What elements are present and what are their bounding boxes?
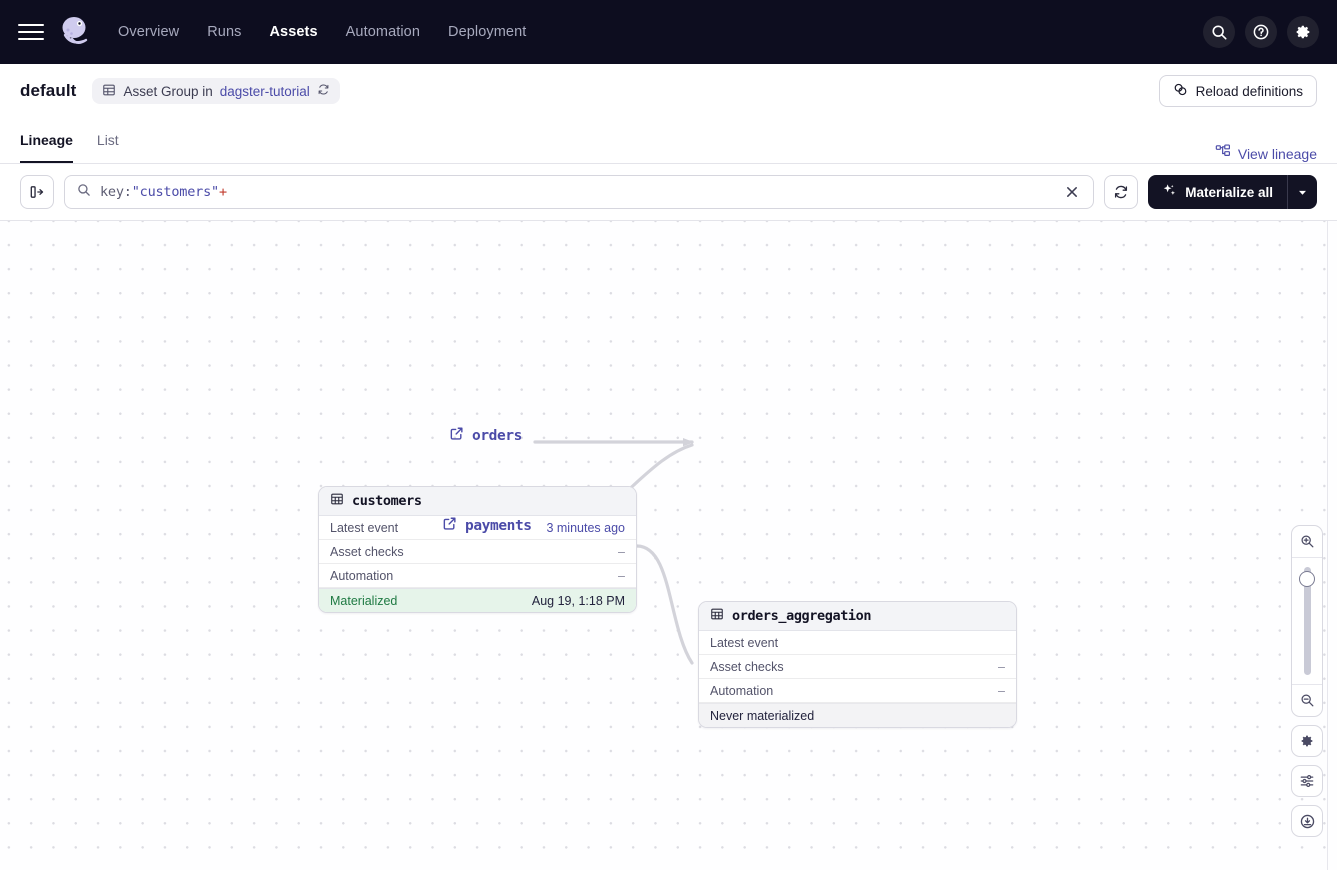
external-link-icon <box>449 426 464 446</box>
asset-row-label: Automation <box>330 569 393 583</box>
top-navigation-bar: Overview Runs Assets Automation Deployme… <box>0 0 1337 64</box>
tabs-row: Lineage List View lineage <box>0 118 1337 164</box>
external-asset-payments[interactable]: payments <box>442 516 532 536</box>
asset-group-badge[interactable]: Asset Group in dagster-tutorial <box>92 78 339 104</box>
refresh-icon[interactable] <box>317 83 330 99</box>
graph-toolbar: key:"customers"+ <box>0 164 1337 221</box>
reload-icon <box>1173 82 1188 100</box>
asset-row-value: – <box>998 660 1005 674</box>
help-icon[interactable] <box>1245 16 1277 48</box>
asset-row-label: Latest event <box>710 636 778 650</box>
asset-node-header: orders_aggregation <box>699 602 1016 631</box>
asset-row-automation: Automation – <box>699 679 1016 703</box>
asset-row-value: – <box>618 569 625 583</box>
view-lineage-label: View lineage <box>1238 146 1317 162</box>
zoom-slider-handle[interactable] <box>1299 571 1315 587</box>
lineage-graph-icon <box>1215 144 1231 163</box>
search-query-text: key:"customers"+ <box>100 184 227 200</box>
chevron-down-icon[interactable] <box>1287 175 1317 209</box>
reload-definitions-button[interactable]: Reload definitions <box>1159 75 1317 107</box>
settings-icon[interactable] <box>1287 16 1319 48</box>
materialize-all-group: Materialize all <box>1148 175 1317 209</box>
tab-list[interactable]: List <box>97 118 119 163</box>
close-icon[interactable] <box>1063 183 1081 201</box>
asset-row-asset-checks: Asset checks – <box>699 655 1016 679</box>
asset-node-title: customers <box>352 493 422 509</box>
asset-node-customers[interactable]: customers Latest event 3 minutes ago Ass… <box>318 486 637 613</box>
asset-row-automation: Automation – <box>319 564 636 588</box>
external-link-icon <box>442 516 457 536</box>
asset-row-label: Asset checks <box>330 545 404 559</box>
hamburger-menu-icon[interactable] <box>18 19 44 45</box>
asset-row-label: Latest event <box>330 521 398 535</box>
breadcrumb-row: default Asset Group in dagster-tutorial <box>0 64 1337 118</box>
zoom-slider-cluster <box>1291 525 1323 717</box>
external-asset-label: orders <box>472 428 522 444</box>
zoom-slider[interactable] <box>1291 558 1323 684</box>
query-operator: + <box>219 184 227 200</box>
sparkle-icon <box>1162 183 1177 201</box>
table-icon <box>330 492 344 511</box>
table-icon <box>102 83 116 100</box>
external-asset-orders[interactable]: orders <box>449 426 522 446</box>
asset-node-title: orders_aggregation <box>732 608 871 624</box>
nav-actions <box>1203 16 1319 48</box>
asset-row-value: – <box>618 545 625 559</box>
lineage-canvas[interactable]: customers Latest event 3 minutes ago Ass… <box>0 221 1337 870</box>
zoom-controls <box>1291 525 1323 837</box>
zoom-in-icon[interactable] <box>1291 526 1323 557</box>
tab-lineage[interactable]: Lineage <box>20 118 73 163</box>
asset-group-prefix: Asset Group in <box>123 84 212 99</box>
search-icon <box>77 183 91 202</box>
asset-status-badge: Never materialized <box>699 703 1016 727</box>
external-asset-label: payments <box>465 518 532 534</box>
asset-row-label: Automation <box>710 684 773 698</box>
materialize-all-label: Materialize all <box>1185 185 1273 200</box>
zoom-out-icon[interactable] <box>1291 685 1323 716</box>
view-tabs: Lineage List <box>20 118 119 163</box>
nav-link-overview[interactable]: Overview <box>118 24 179 40</box>
reload-definitions-label: Reload definitions <box>1196 84 1303 99</box>
asset-row-asset-checks: Asset checks – <box>319 540 636 564</box>
nav-link-assets[interactable]: Assets <box>269 24 317 40</box>
recenter-graph-icon[interactable] <box>1291 805 1323 837</box>
view-lineage-link[interactable]: View lineage <box>1215 144 1317 163</box>
query-key: key: <box>100 184 132 200</box>
asset-row-label: Asset checks <box>710 660 784 674</box>
refresh-graph-button[interactable] <box>1104 175 1138 209</box>
graph-filters-sliders-icon[interactable] <box>1291 765 1323 797</box>
search-icon[interactable] <box>1203 16 1235 48</box>
search-input[interactable]: key:"customers"+ <box>64 175 1094 209</box>
canvas-right-divider <box>1327 221 1328 870</box>
graph-edges <box>0 221 1337 870</box>
asset-node-orders-aggregation[interactable]: orders_aggregation Latest event Asset ch… <box>698 601 1017 728</box>
asset-status-label: Materialized <box>330 594 397 608</box>
asset-status-badge: Materialized Aug 19, 1:18 PM <box>319 588 636 612</box>
sidebar-expand-icon[interactable] <box>20 175 54 209</box>
asset-row-value[interactable]: 3 minutes ago <box>546 521 625 535</box>
asset-group-link[interactable]: dagster-tutorial <box>220 84 310 99</box>
primary-nav-links: Overview Runs Assets Automation Deployme… <box>118 24 526 40</box>
nav-link-deployment[interactable]: Deployment <box>448 24 526 40</box>
edge-customers-to-orders-aggregation <box>637 546 692 663</box>
asset-row-value: – <box>998 684 1005 698</box>
asset-row-latest-event: Latest event <box>699 631 1016 655</box>
nav-link-runs[interactable]: Runs <box>207 24 241 40</box>
asset-status-timestamp: Aug 19, 1:18 PM <box>532 594 625 608</box>
query-value: "customers" <box>132 184 219 200</box>
dagster-logo[interactable] <box>54 11 96 53</box>
asset-status-label: Never materialized <box>710 709 814 723</box>
asset-node-header: customers <box>319 487 636 516</box>
table-icon <box>710 607 724 626</box>
page-title: default <box>20 81 76 101</box>
graph-settings-gear-icon[interactable] <box>1291 725 1323 757</box>
edge-arrowhead <box>683 438 694 446</box>
nav-link-automation[interactable]: Automation <box>346 24 420 40</box>
materialize-all-button[interactable]: Materialize all <box>1148 175 1287 209</box>
